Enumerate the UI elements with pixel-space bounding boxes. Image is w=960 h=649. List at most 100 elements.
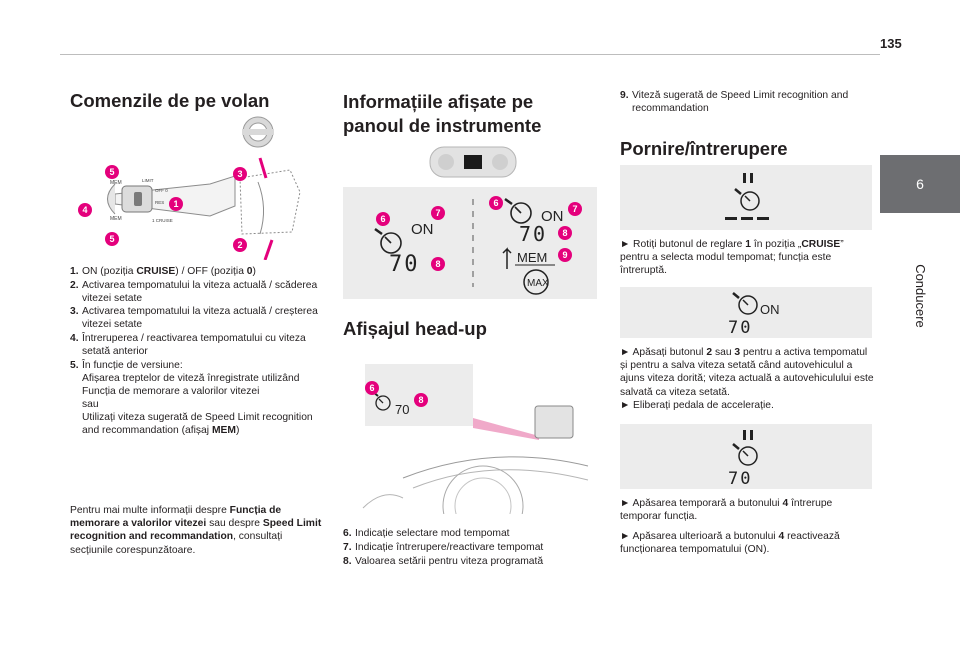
svg-text:MAX: MAX: [527, 278, 549, 289]
svg-text:3: 3: [237, 169, 242, 179]
item-9: 9.Viteză sugerată de Speed Limit recogni…: [620, 90, 849, 114]
controls-list: 1.ON (poziția CRUISE) / OFF (poziția 0)2…: [70, 266, 328, 437]
text: ► Rotiți butonul de reglare: [620, 239, 746, 250]
list-item-number: 4.: [70, 332, 79, 344]
text: ► Eliberați pedala de accelerație.: [620, 400, 774, 411]
steering-controls-illustration: MEM MEM LIMIT OFF 0 RES 1 CRUISE 5 4 5 1 3 2: [78, 116, 301, 260]
list-item: 6.Indicație selectare mod tempomat: [343, 528, 597, 541]
step-release-pedal: ► Eliberați pedala de accelerație.: [620, 399, 874, 412]
section-title-head-up: Afișajul head-up: [343, 318, 487, 339]
text: Întreruperea / reactivarea tempomatului …: [82, 332, 306, 357]
paused-display-figure-2: 70: [620, 424, 872, 489]
svg-text:1: 1: [173, 199, 178, 209]
svg-text:7: 7: [572, 204, 577, 214]
text: ): [235, 424, 240, 436]
step-rotate-button: ► Rotiți butonul de reglare 1 în poziția…: [620, 238, 874, 278]
text: Utilizați viteza sugerată de Speed Limit…: [82, 411, 313, 436]
text: sau: [82, 398, 99, 410]
svg-text:70: 70: [728, 318, 752, 338]
text: ON (poziția: [82, 266, 137, 277]
head-up-illustration: 70 6 8: [362, 364, 589, 514]
text: ► Apăsarea temporară a butonului: [620, 498, 783, 509]
bold-text: 1: [745, 239, 751, 250]
text: ► Apăsați butonul: [620, 347, 707, 358]
bold-text: 0: [246, 266, 253, 277]
bold-text: 2: [706, 347, 713, 358]
svg-text:5: 5: [109, 167, 114, 177]
list-item: 3.Activarea tempomatului la viteza actua…: [70, 306, 328, 332]
steering-wheel-icon: [242, 116, 274, 148]
bold-text: Speed Limit recognition and recommandati…: [70, 518, 322, 543]
list-item-number: 7.: [343, 541, 352, 553]
bold-text: 3: [734, 347, 741, 358]
text: ): [252, 266, 256, 277]
list-item: 4.Întreruperea / reactivarea tempomatulu…: [70, 333, 328, 359]
bold-text: CRUISE: [136, 266, 176, 277]
bold-text: Funcția de memorare a valorilor vitezei: [70, 505, 282, 530]
svg-text:70: 70: [389, 252, 420, 277]
list-item-number: 1.: [70, 266, 79, 277]
list-sub-line: sau: [82, 399, 328, 412]
list-item-number: 3.: [70, 306, 79, 318]
text: sau despre: [206, 518, 263, 530]
list-item: 7.Indicație întrerupere/reactivare tempo…: [343, 542, 597, 555]
svg-text:RES: RES: [155, 200, 164, 205]
list-item-text: Activarea tempomatului la viteza actuală…: [82, 306, 328, 332]
text: În funcție de versiune:: [82, 359, 183, 371]
list-item-text: ON (poziția CRUISE) / OFF (poziția 0): [82, 266, 256, 279]
text: ► Apăsarea ulterioară a butonului: [620, 531, 779, 542]
text: Activarea tempomatului la viteza actuală…: [82, 279, 318, 304]
svg-text:70: 70: [519, 222, 547, 246]
svg-text:2: 2: [237, 240, 242, 250]
step-press-button: ► Apăsați butonul 2 sau 3 pentru a activ…: [620, 346, 876, 399]
svg-text:1 CRUISE: 1 CRUISE: [152, 218, 173, 223]
list-item: 2.Activarea tempomatului la viteza actua…: [70, 280, 328, 306]
svg-text:MEM: MEM: [517, 250, 547, 265]
svg-text:70: 70: [395, 402, 409, 417]
svg-text:MEM: MEM: [110, 216, 122, 222]
svg-text:LIMIT: LIMIT: [142, 178, 154, 183]
svg-text:ON: ON: [411, 221, 434, 238]
svg-text:5: 5: [109, 234, 114, 244]
list-item-text: Întreruperea / reactivarea tempomatului …: [82, 333, 328, 359]
svg-text:OFF 0: OFF 0: [155, 188, 168, 193]
svg-text:6: 6: [380, 214, 385, 224]
svg-text:ON: ON: [760, 302, 780, 317]
svg-text:MEM: MEM: [110, 180, 122, 186]
list-item: 8.Valoarea setării pentru viteza program…: [343, 556, 597, 569]
list-item-text: Activarea tempomatului la viteza actuală…: [82, 280, 328, 306]
text: Pentru mai multe informații despre: [70, 505, 230, 516]
text: pentru a activa tempomatul și pentru a s…: [620, 347, 874, 398]
badges: [78, 165, 247, 252]
svg-text:6: 6: [369, 383, 374, 393]
bold-text: 4: [782, 498, 789, 509]
paused-display-figure-1: [620, 165, 872, 230]
svg-text:70: 70: [728, 469, 752, 489]
svg-text:8: 8: [562, 228, 567, 238]
svg-text:4: 4: [82, 205, 87, 215]
chapter-title: Conducere: [913, 264, 928, 328]
list-item-number: 6.: [343, 528, 352, 539]
svg-text:8: 8: [418, 395, 423, 405]
text: reactivează funcționarea tempomatului (O…: [620, 531, 840, 556]
more-info-paragraph: Pentru mai multe informații despre Funcț…: [70, 504, 328, 557]
list-item-text: În funcție de versiune:: [82, 360, 183, 373]
bold-text: MEM: [211, 424, 236, 436]
text: ) / OFF (poziția: [175, 266, 247, 277]
text: întrerupe temporar funcția.: [620, 498, 833, 523]
text: în poziția „: [750, 239, 802, 250]
list-item-number: 2.: [70, 279, 79, 291]
svg-text:8: 8: [435, 259, 440, 269]
section-title-steering-controls: Comenzile de pe volan: [70, 90, 270, 111]
list-item: 5.În funcție de versiune:: [70, 360, 328, 373]
text: Afișarea treptelor de viteză înregistrat…: [82, 373, 300, 398]
svg-text:9: 9: [562, 250, 567, 260]
step-pause-button: ► Apăsarea temporară a butonului 4 între…: [620, 497, 874, 523]
chapter-tab[interactable]: 6: [880, 155, 960, 213]
list-item-text: Valoarea setării pentru viteza programat…: [355, 555, 544, 567]
active-display-figure: ON 70: [620, 287, 872, 338]
section-title-instrument-panel: Informațiile afișate pe panoul de instru…: [343, 91, 542, 136]
instrument-panel-icon: [429, 146, 517, 178]
text: ” pentru a selecta modul tempomat; funcț…: [620, 239, 844, 277]
